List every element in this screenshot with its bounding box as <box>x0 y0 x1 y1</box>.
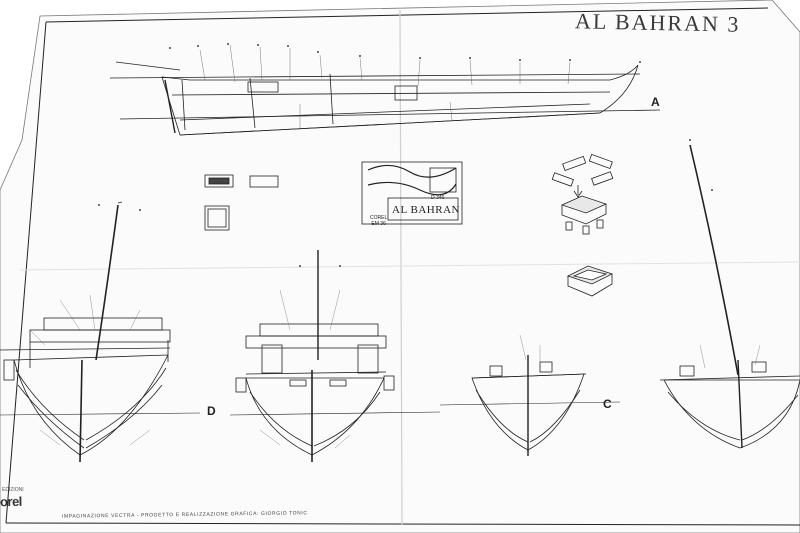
nameplate-drawing <box>361 161 463 225</box>
maker-label-main: COREL <box>370 215 388 221</box>
plaque-name: AL BAHRAN <box>392 204 460 216</box>
side-profile-drawing <box>109 61 661 136</box>
view-label-d: D <box>207 404 216 418</box>
maker-label-sub: EM 36 <box>371 221 386 227</box>
brand-logo: orel <box>0 493 22 510</box>
small-parts-drawing <box>204 174 279 231</box>
skylight-parts-drawing <box>551 153 614 297</box>
section-view-left-drawing <box>0 201 171 463</box>
sheet-title: AL BAHRAN 3 <box>574 8 741 37</box>
view-label-a: A <box>651 95 660 109</box>
maker-label: COREL EM 36 <box>370 215 387 227</box>
section-view-d-drawing <box>235 250 395 462</box>
section-view-right-drawing <box>659 144 800 449</box>
plaque-code: D 346 <box>431 195 445 201</box>
view-label-c: C <box>603 397 612 411</box>
logo-tag: EDIZIONI <box>2 487 24 493</box>
section-view-c-drawing <box>471 355 587 456</box>
